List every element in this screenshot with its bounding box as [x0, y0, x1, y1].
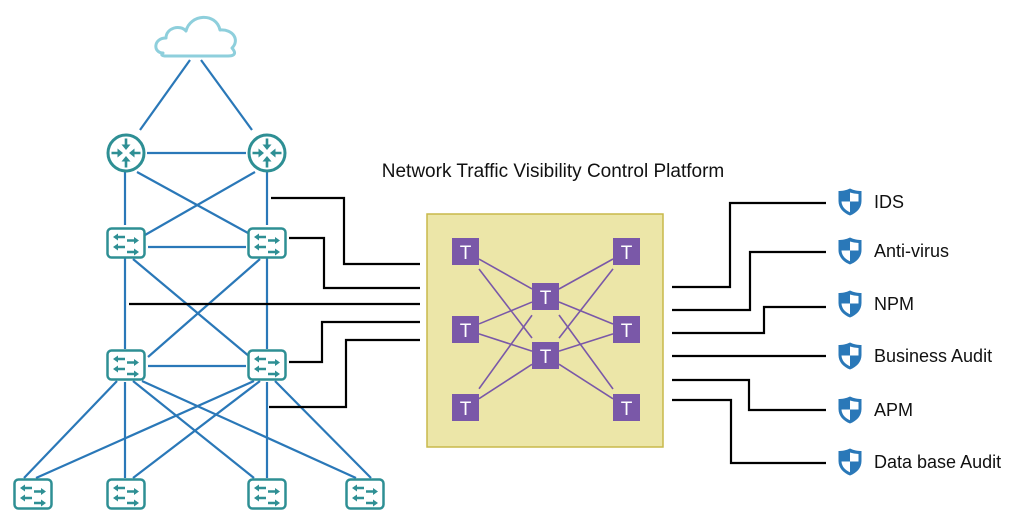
link-core-switch-1-agg-switch-2: [132, 258, 251, 358]
tap-out-2: T: [613, 316, 640, 343]
tap-link-tap-in-2-tap-mid-1: [478, 301, 533, 325]
link-agg-1-access-1: [23, 380, 118, 479]
tap-box: [452, 394, 479, 421]
output-link-antivirus: [672, 250, 826, 312]
shield-icon: [838, 448, 862, 476]
tap-in-1: T: [452, 238, 479, 265]
tap-box: [613, 316, 640, 343]
access-switch-4-switch-icon: [345, 478, 385, 510]
tap-label: T: [540, 347, 552, 368]
shield-icon: [838, 290, 862, 318]
service-label: APM: [874, 400, 913, 420]
tap-label: T: [460, 399, 472, 420]
tap-in-2: T: [452, 316, 479, 343]
agg-switch-2-switch-icon: [247, 349, 287, 381]
tap-mid-1: T: [532, 283, 559, 310]
shield-icon: [838, 396, 862, 424]
tap-out-3: T: [613, 394, 640, 421]
tap-out-1: T: [613, 238, 640, 265]
output-links: [672, 201, 826, 465]
tap-label: T: [621, 321, 633, 342]
mirror-link-1: [271, 196, 420, 266]
tap-box: [613, 394, 640, 421]
tap-link-tap-mid-1-tap-out-2: [558, 301, 614, 325]
shield-icon: [838, 188, 862, 216]
link-agg-1-access-3: [132, 380, 255, 479]
tap-link-tap-mid-2-tap-out-3: [558, 363, 614, 400]
core-switch-2-switch-icon: [247, 227, 287, 259]
tap-mid-2: T: [532, 342, 559, 369]
link-router-1-core-switch-2: [136, 171, 249, 234]
output-link-npm: [672, 305, 826, 335]
service-label: NPM: [874, 294, 914, 314]
tap-box: [452, 238, 479, 265]
tap-label: T: [460, 321, 472, 342]
service-label: Data base Audit: [874, 452, 1001, 472]
tap-link-tap-in-3-tap-mid-2: [478, 363, 533, 400]
link-agg-2-access-4: [274, 380, 372, 479]
service-data-base-audit: Data base Audit: [838, 448, 1001, 476]
tap-label: T: [621, 399, 633, 420]
link-core-switch-2-agg-switch-1: [147, 258, 261, 358]
service-ids: IDS: [838, 188, 904, 216]
output-link-database-audit: [672, 398, 826, 465]
link-agg-1-access-4: [141, 379, 357, 480]
tap-links: [478, 258, 614, 400]
router-1-router-icon: [106, 133, 146, 173]
core-switch-1-switch-icon: [106, 227, 146, 259]
service-apm: APM: [838, 396, 913, 424]
mirror-links: [129, 196, 420, 409]
router-2-router-icon: [247, 133, 287, 173]
shield-icon: [838, 342, 862, 370]
tap-link-tap-in-1-tap-mid-1: [478, 258, 533, 290]
service-anti-virus: Anti-virus: [838, 237, 949, 265]
tap-link-tap-in-3-tap-mid-1: [478, 314, 533, 390]
output-link-apm: [672, 378, 826, 412]
service-npm: NPM: [838, 290, 914, 318]
agg-switch-1-switch-icon: [106, 349, 146, 381]
service-label: Business Audit: [874, 346, 992, 366]
link-agg-2-access-2: [132, 380, 261, 479]
access-switch-2-switch-icon: [106, 478, 146, 510]
mirror-link-5: [269, 338, 420, 409]
link-agg-2-access-1: [35, 379, 255, 480]
service-label: Anti-virus: [874, 241, 949, 261]
link-cloud-router-2: [200, 59, 253, 131]
output-link-ids: [672, 201, 826, 289]
platform-title: Network Traffic Visibility Control Platf…: [382, 161, 724, 182]
tap-in-3: T: [452, 394, 479, 421]
mirror-link-2: [289, 236, 420, 290]
topology-links: [23, 59, 372, 480]
tap-box: [532, 283, 559, 310]
link-cloud-router-1: [139, 59, 191, 131]
tap-link-tap-mid-2-tap-out-1: [558, 268, 614, 339]
mirror-link-4: [289, 320, 420, 364]
tap-link-tap-mid-2-tap-out-2: [558, 333, 614, 352]
access-switch-1-switch-icon: [13, 478, 53, 510]
link-router-2-core-switch-1: [144, 171, 256, 236]
tap-label: T: [540, 288, 552, 309]
service-business-audit: Business Audit: [838, 342, 992, 370]
shield-icon: [838, 237, 862, 265]
tap-link-tap-in-2-tap-mid-2: [478, 333, 533, 352]
access-switch-3-switch-icon: [247, 478, 287, 510]
tap-label: T: [460, 243, 472, 264]
tap-label: T: [621, 243, 633, 264]
service-label: IDS: [874, 192, 904, 212]
cloud-icon: [154, 15, 237, 58]
tap-box: [532, 342, 559, 369]
tap-box: [452, 316, 479, 343]
tap-link-tap-mid-1-tap-out-1: [558, 258, 614, 290]
tap-box: [613, 238, 640, 265]
